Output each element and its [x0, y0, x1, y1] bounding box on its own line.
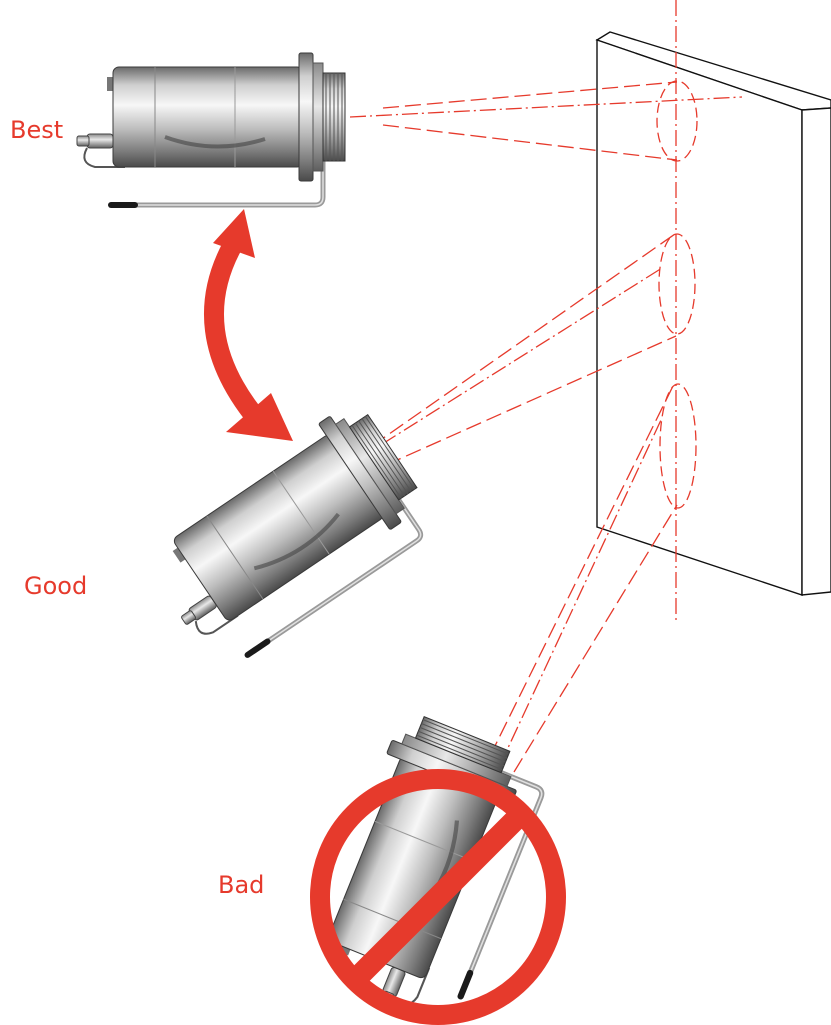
good-spot [658, 233, 696, 335]
good-beam [359, 233, 696, 466]
label-good: Good [24, 572, 88, 600]
target-block [595, 31, 831, 596]
label-bad: Bad [218, 871, 265, 899]
best-beam [349, 80, 743, 162]
bad-spot [659, 383, 697, 509]
bad-beam [489, 383, 697, 773]
sensor-best-icon [77, 53, 345, 205]
prohibition-sign-icon [310, 769, 566, 1025]
label-best: Best [10, 116, 64, 144]
best-spot [656, 80, 698, 162]
curved-double-arrow-icon [204, 209, 293, 441]
